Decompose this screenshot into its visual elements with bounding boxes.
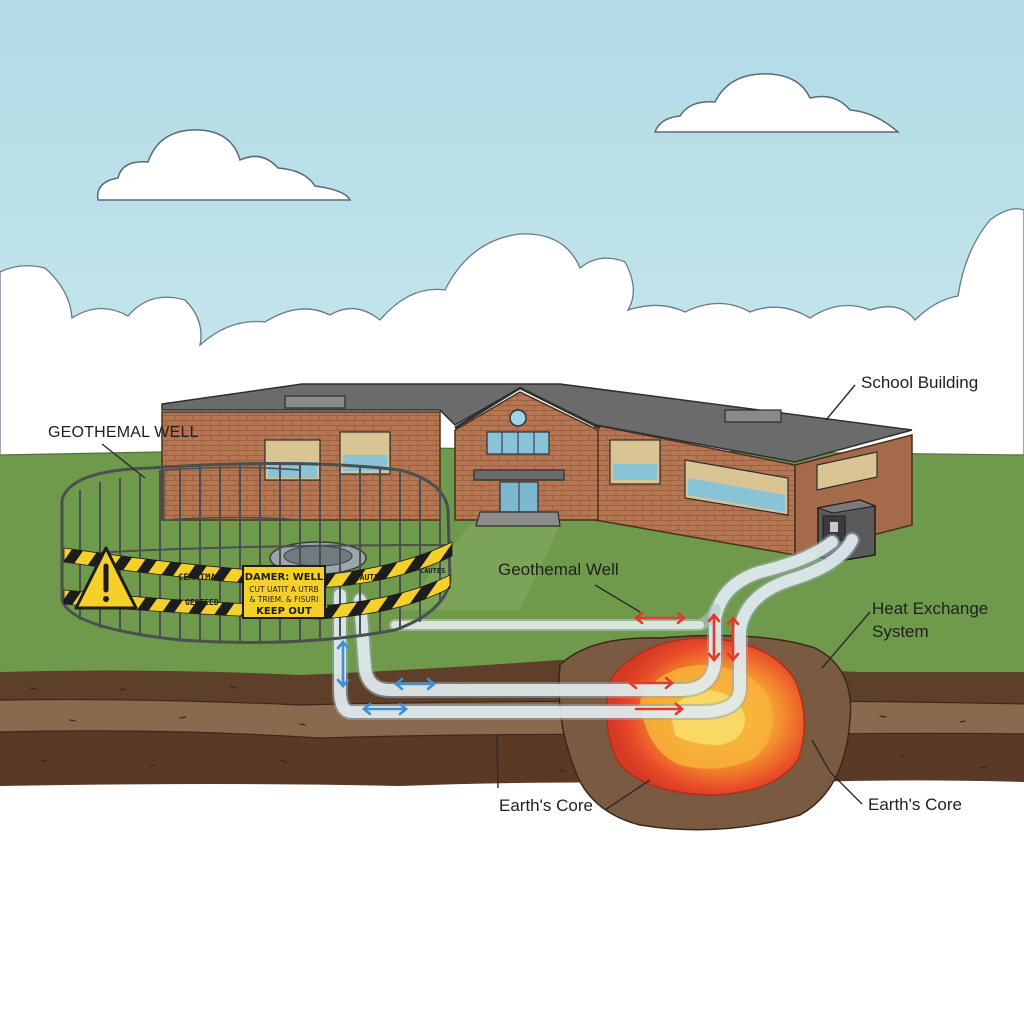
- leader-geothermal-well: [594, 584, 641, 613]
- tape-word: CAUTES: [420, 567, 445, 575]
- leader-lines: [101, 384, 871, 811]
- hot-arrow: [707, 612, 721, 663]
- school-building: [161, 383, 913, 556]
- hot-arrow: [627, 676, 675, 690]
- label-earths-core-left: Earth's Core: [499, 796, 593, 815]
- cold-arrow: [336, 639, 350, 689]
- label-heat-exchange-line2: System: [872, 622, 929, 641]
- soil-layer-bottom: [0, 730, 1024, 786]
- leader-geothermal-well-caps: [101, 443, 146, 479]
- danger-sign-line: DAMER: WELL: [245, 572, 324, 583]
- leader-school-building: [825, 384, 856, 421]
- flow-arrows: [336, 611, 740, 716]
- leader-earths-core-left: [496, 734, 499, 789]
- danger-sign-line: KEEP OUT: [256, 606, 312, 617]
- cloud-small-left: [96, 129, 352, 201]
- tape-word: CEANTMAN: [178, 573, 221, 583]
- hazard-tape-upper: [63, 541, 453, 589]
- label-heat-exchange-line1: Heat Exchange: [872, 599, 989, 618]
- hazard-tape-lower: [63, 574, 451, 620]
- label-earths-core-right: Earth's Core: [868, 795, 962, 814]
- leader-heat-exchange: [821, 611, 871, 669]
- hot-arrow: [634, 702, 685, 716]
- tape-word: GEOTEED: [185, 598, 219, 607]
- label-heat-exchange-system: Heat Exchange System: [872, 597, 1002, 643]
- danger-sign-line: CUT UATIT A UTRB: [249, 585, 318, 594]
- danger-sign-line: & TRIEM. & FISURI: [250, 595, 319, 604]
- leader-earths-core-left-b: [604, 779, 651, 811]
- cloud-small-right: [653, 73, 901, 133]
- cold-arrow: [361, 702, 409, 716]
- label-geothermal-well-caps: GEOTHEMAL WELL: [48, 424, 199, 441]
- label-school-building: School Building: [861, 373, 979, 392]
- warning-triangle-icon: [74, 546, 138, 610]
- label-geothermal-well: Geothemal Well: [498, 560, 619, 579]
- danger-sign: DAMER: WELL CUT UATIT A UTRB & TRIEM. & …: [242, 565, 326, 619]
- hot-arrow: [726, 615, 740, 663]
- leader-earths-core-right: [811, 739, 863, 805]
- tape-word: CEAUTEN: [350, 573, 384, 582]
- hot-arrow: [633, 611, 687, 625]
- security-fence: [60, 461, 452, 644]
- cold-arrow: [393, 677, 437, 691]
